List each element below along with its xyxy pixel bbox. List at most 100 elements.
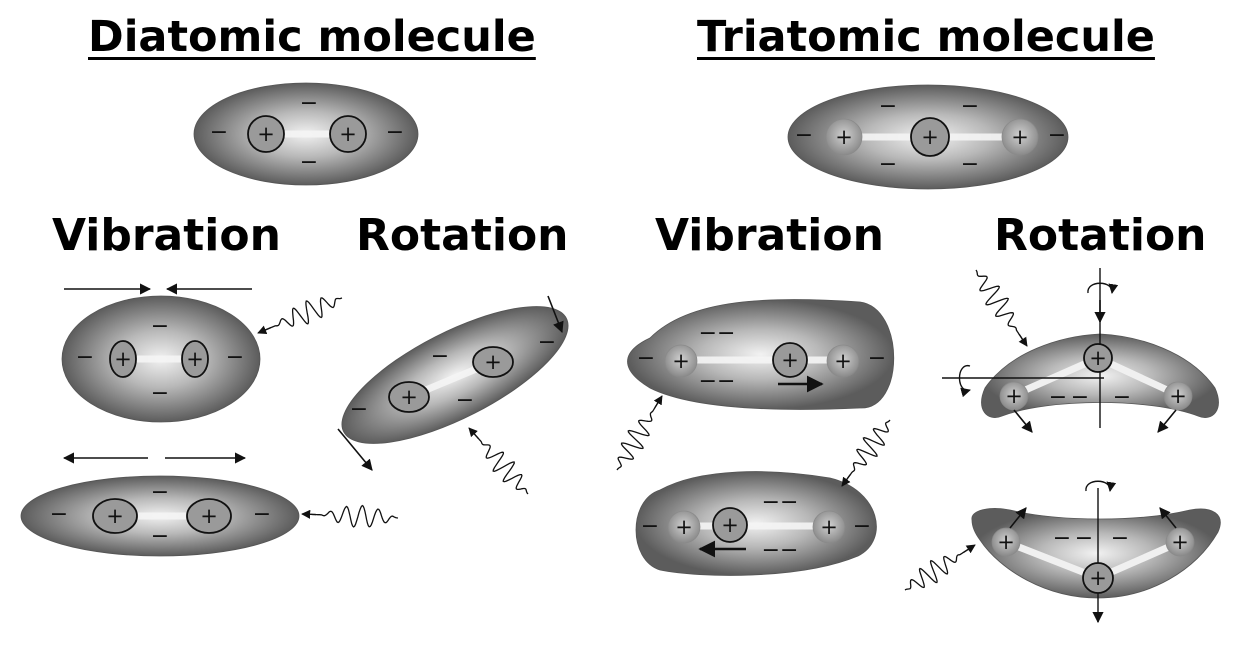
nucleus-blob [991,527,1021,557]
diatomic-vibration-compressed: ++−−−− [61,283,343,423]
nucleus-icon: + [1163,381,1193,411]
negative-charge-label: − [1075,526,1093,551]
nucleus-icon: + [667,510,701,544]
negative-charge-label: − [456,388,474,413]
nucleus-icon: + [1083,343,1113,373]
triatomic-vibration-bottom: +++−−−−−− [635,419,891,576]
triatomic-rotation-bottom: +++−−− [904,480,1221,624]
positive-charge-label: + [400,385,418,409]
negative-charge-label: − [210,120,228,145]
negative-charge-label: − [151,480,169,505]
nucleus-icon: + [472,346,514,378]
nucleus-icon: + [712,507,748,543]
negative-charge-label: − [151,524,169,549]
electron-cloud-icon [971,508,1221,599]
triatomic-rotation-label: Rotation [994,210,1207,261]
diatomic-title: Diatomic molecule [88,12,536,62]
nucleus-icon: + [999,381,1029,411]
negative-charge-label: − [879,152,897,177]
arrow-icon [653,395,663,409]
positive-charge-label: + [1169,384,1187,408]
negative-charge-label: −− [699,321,736,346]
negative-charge-label: − [879,94,897,119]
positive-charge-label: + [721,513,739,537]
positive-charge-label: + [997,530,1015,554]
photon-wave-icon [846,419,891,480]
rotation-curl-icon [1085,480,1117,492]
nucleus-ring [181,340,209,378]
photon-wave-icon [473,433,529,495]
negative-charge-label: − [868,346,886,371]
positive-charge-label: + [1089,346,1107,370]
negative-charge-label: − [1071,385,1089,410]
diatomic-ground-state: ++−−−− [193,82,419,186]
nucleus-icon: + [825,118,863,156]
nucleus-icon: + [247,115,285,153]
positive-charge-label: + [1089,566,1107,590]
negative-charge-label: − [538,330,556,355]
nucleus-icon: + [388,381,430,413]
negative-charge-label: −− [699,369,736,394]
nucleus-icon: + [109,340,137,378]
nucleus-icon: + [1082,562,1114,594]
negative-charge-label: − [961,94,979,119]
rotation-curl-icon [1087,282,1119,294]
negative-charge-label: − [431,344,449,369]
nucleus-icon: + [664,344,698,378]
negative-charge-label: − [253,502,271,527]
negative-charge-label: −− [762,490,799,515]
nucleus-ring [1083,343,1113,373]
positive-charge-label: + [1171,530,1189,554]
positive-charge-label: + [106,504,124,528]
negative-charge-label: − [151,314,169,339]
nucleus-icon: + [826,344,860,378]
nucleus-ring [247,115,285,153]
negative-charge-label: − [151,381,169,406]
negative-charge-label: − [76,345,94,370]
nucleus-blob [1165,527,1195,557]
arrow-icon [841,474,851,487]
negative-charge-label: − [386,120,404,145]
nucleus-ring [910,117,950,157]
nucleus-icon: + [181,340,209,378]
nucleus-ring [772,342,808,378]
negative-charge-label: − [1053,526,1071,551]
positive-charge-label: + [820,515,838,539]
positive-charge-label: + [114,347,132,371]
negative-charge-label: − [350,397,368,422]
nucleus-icon: + [186,498,232,534]
nucleus-icon: + [1001,118,1039,156]
positive-charge-label: + [675,515,693,539]
triatomic-ground-state: +++−−−−−− [787,84,1069,190]
photon-wave-icon [975,269,1024,340]
arrow-icon [257,325,272,335]
photon-wave-icon [616,402,659,471]
triatomic-rotation-top: +++−−− [942,268,1219,433]
negative-charge-label: − [300,150,318,175]
nucleus-ring [109,340,137,378]
arrow-icon [468,427,479,439]
nucleus-blob [825,118,863,156]
details-layer: ++−−−−++−−−−++−−−−++−−−−+++−−−−−−+++−−−−… [20,82,1221,624]
negative-charge-label: − [300,91,318,116]
negative-charge-label: − [1048,123,1066,148]
positive-charge-label: + [257,122,275,146]
positive-charge-label: + [835,125,853,149]
arrow-icon [1159,507,1177,529]
positive-charge-label: + [781,348,799,372]
positive-charge-label: + [1005,384,1023,408]
positive-charge-label: + [186,347,204,371]
photon-wave-icon [265,297,343,331]
nucleus-icon: + [910,117,950,157]
positive-charge-label: + [834,349,852,373]
nucleus-ring [1082,562,1114,594]
nucleus-icon: + [991,527,1021,557]
nucleus-icon: + [1165,527,1195,557]
negative-charge-label: −− [762,538,799,563]
diatomic-vibration-label: Vibration [52,210,281,261]
positive-charge-label: + [339,122,357,146]
nucleus-ring [712,507,748,543]
arrow-icon [1157,409,1177,433]
nucleus-blob [812,510,846,544]
